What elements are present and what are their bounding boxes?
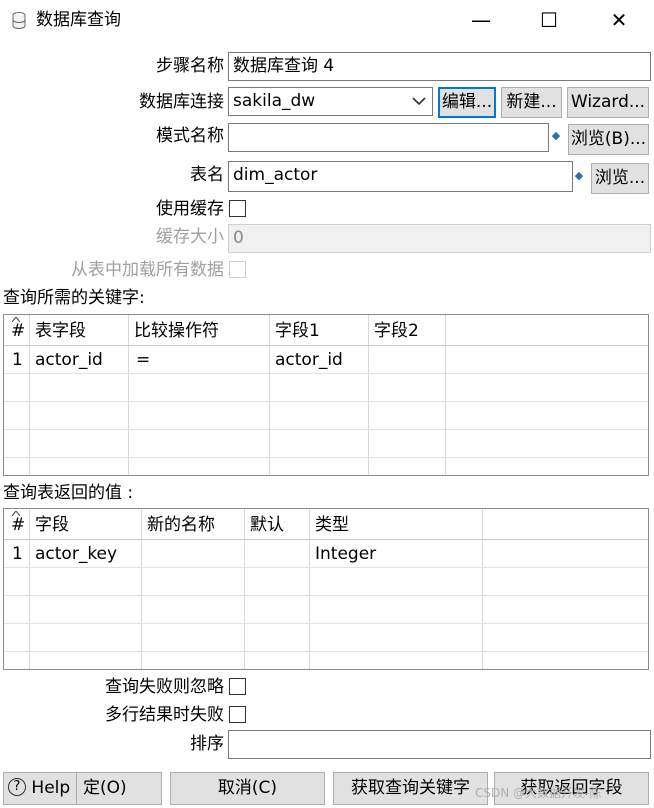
ok-button-label: 定(O): [83, 778, 127, 798]
keys-col-field1[interactable]: 字段1: [275, 321, 320, 341]
keys-col-index: #: [11, 321, 26, 341]
use-cache-checkbox[interactable]: [229, 200, 246, 217]
database-icon: [12, 12, 26, 29]
order-label: 排序: [190, 734, 224, 754]
close-icon: ✕: [610, 8, 628, 32]
connection-value: sakila_dw: [233, 91, 316, 111]
keys-col-table-field[interactable]: 表字段: [35, 321, 86, 341]
maximize-icon: ☐: [540, 8, 558, 32]
minimize-button[interactable]: —: [448, 0, 514, 40]
help-button[interactable]: ? Help: [3, 772, 77, 805]
cancel-button[interactable]: 取消(C): [170, 772, 325, 805]
table-name-label: 表名: [190, 165, 224, 185]
watermark: CSDN @大数据开发-陈: [475, 786, 602, 800]
sort-up-icon: [12, 511, 20, 516]
connection-label: 数据库连接: [139, 92, 224, 112]
return-section-title: 查询表返回的值 :: [3, 483, 134, 503]
return-col-type[interactable]: 类型: [315, 515, 349, 535]
load-all-label: 从表中加载所有数据: [71, 260, 224, 280]
table-row[interactable]: 1 actor_key Integer: [4, 540, 648, 567]
table-field-cell[interactable]: actor_id: [35, 350, 103, 370]
table-browse-button[interactable]: 浏览...: [591, 163, 649, 194]
row-index: 1: [12, 350, 23, 370]
keys-col-comparator[interactable]: 比较操作符: [134, 321, 219, 341]
cache-size-input[interactable]: 0: [228, 224, 651, 253]
variable-diamond-icon: ◆: [551, 129, 561, 142]
field-cell[interactable]: actor_key: [35, 544, 118, 564]
wizard-button[interactable]: Wizard...: [567, 87, 649, 118]
get-lookup-keys-button[interactable]: 获取查询关键字: [333, 772, 488, 805]
keys-table[interactable]: # 表字段 比较操作符 字段1 字段2 1 actor_id = actor_i…: [3, 314, 649, 476]
cache-size-label: 缓存大小: [156, 227, 224, 247]
return-col-new-name[interactable]: 新的名称: [147, 515, 215, 535]
table-row[interactable]: 1 actor_id = actor_id: [4, 346, 648, 373]
keys-col-field2[interactable]: 字段2: [374, 321, 419, 341]
title-bar: 数据库查询 — ☐ ✕: [0, 0, 654, 40]
load-all-checkbox[interactable]: [229, 261, 246, 278]
fail-ignore-checkbox[interactable]: [229, 678, 246, 695]
return-col-default[interactable]: 默认: [250, 515, 284, 535]
help-icon: ?: [8, 777, 26, 796]
chevron-down-icon: [412, 97, 426, 106]
schema-label: 模式名称: [156, 126, 224, 146]
edit-connection-button[interactable]: 编辑...: [438, 87, 496, 118]
close-button[interactable]: ✕: [586, 0, 652, 40]
step-name-input[interactable]: 数据库查询 4: [228, 52, 651, 81]
table-name-input[interactable]: dim_actor: [228, 161, 573, 192]
order-input[interactable]: [228, 730, 651, 759]
get-return-fields-button[interactable]: 获取返回字段: [494, 772, 649, 805]
return-values-table[interactable]: # 字段 新的名称 默认 类型 1 actor_key Integer: [3, 508, 649, 670]
minimize-icon: —: [471, 8, 491, 32]
return-col-field[interactable]: 字段: [35, 515, 69, 535]
type-cell[interactable]: Integer: [315, 544, 377, 564]
use-cache-label: 使用缓存: [156, 199, 224, 219]
row-index: 1: [12, 544, 23, 564]
new-connection-button[interactable]: 新建...: [501, 87, 562, 118]
schema-input[interactable]: [228, 123, 549, 152]
sort-up-icon: [12, 317, 20, 322]
keys-section-title: 查询所需的关键字:: [3, 288, 145, 308]
comparator-cell[interactable]: =: [136, 350, 151, 370]
maximize-button[interactable]: ☐: [516, 0, 582, 40]
schema-browse-button[interactable]: 浏览(B)...: [568, 124, 649, 155]
fail-ignore-label: 查询失败则忽略: [105, 677, 224, 697]
return-col-index: #: [11, 515, 26, 535]
field1-cell[interactable]: actor_id: [275, 350, 343, 370]
connection-select[interactable]: sakila_dw: [228, 87, 433, 116]
fail-multi-label: 多行结果时失败: [105, 705, 224, 725]
fail-multi-checkbox[interactable]: [229, 706, 246, 723]
help-button-label: Help: [31, 778, 71, 798]
window-title: 数据库查询: [36, 10, 121, 30]
step-name-label: 步骤名称: [156, 56, 224, 76]
variable-diamond-icon: ◆: [574, 169, 584, 182]
